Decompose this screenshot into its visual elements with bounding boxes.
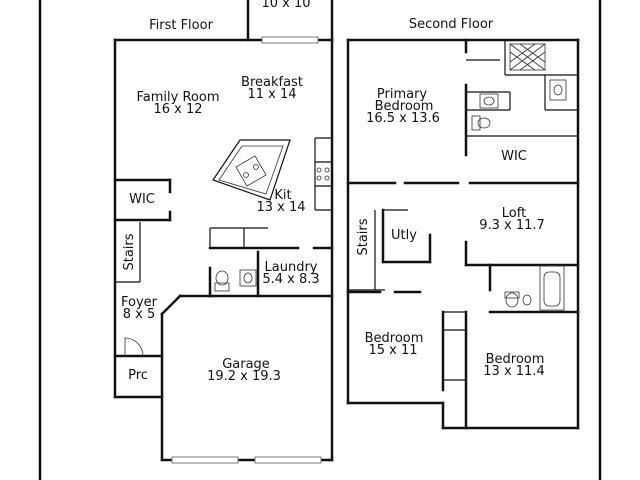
- top-room-size: 10 x 10: [261, 0, 310, 11]
- sink-icon: [239, 269, 257, 287]
- kitchen-sink-icon: [235, 155, 267, 187]
- stairs-2-label: Stairs: [356, 218, 371, 255]
- shower-grid-icon: [509, 43, 546, 71]
- toilet-icon: [471, 115, 491, 131]
- toilet-icon: [214, 270, 230, 292]
- garage-door-left: [171, 456, 239, 464]
- primary-bedroom-size: 16.5 x 13.6: [366, 111, 440, 126]
- bedroom-left-size: 15 x 11: [368, 343, 417, 358]
- kit-size: 13 x 14: [256, 200, 305, 215]
- wic-2-label: WIC: [501, 149, 527, 164]
- bathtub-icon: [539, 265, 565, 311]
- bedroom-right-size: 13 x 11.4: [483, 364, 544, 379]
- sink-icon: [549, 79, 567, 101]
- first-floor-walls: [113, 38, 334, 462]
- bedroom-right-label: Bedroom: [486, 352, 545, 367]
- laundry-label: Laundry: [265, 260, 318, 275]
- kit-label: Kit: [274, 188, 291, 203]
- door-swing-icon: [124, 337, 144, 357]
- first-floor-heading: First Floor: [149, 18, 213, 33]
- garage-door-right: [254, 456, 322, 464]
- primary-bedroom-label-line1: Primary: [377, 87, 428, 102]
- toilet-icon: [504, 291, 520, 308]
- garage-label: Garage: [222, 357, 270, 372]
- garage-size: 19.2 x 19.3: [207, 369, 281, 384]
- loft-label: Loft: [502, 206, 526, 221]
- bedroom-left-label: Bedroom: [365, 331, 424, 346]
- sink-icon: [479, 93, 499, 109]
- family-room-label: Family Room: [137, 90, 220, 105]
- primary-bedroom-label-line2: Bedroom: [375, 99, 434, 114]
- second-floor-heading: Second Floor: [409, 17, 494, 32]
- second-floor-walls: [346, 38, 580, 430]
- laundry-size: 5.4 x 8.3: [262, 272, 319, 287]
- utly-label: Utly: [391, 228, 417, 243]
- wic-label: WIC: [129, 192, 155, 207]
- outer-frame: [38, 0, 602, 480]
- sink-icon: [522, 294, 532, 306]
- stairs-label: Stairs: [122, 233, 137, 270]
- family-room-size: 16 x 12: [153, 102, 202, 117]
- top-room-walls: [246, 0, 334, 42]
- kitchen-island: [212, 139, 291, 201]
- breakfast-label: Breakfast: [241, 75, 303, 90]
- sliding-door-top: [261, 36, 319, 44]
- prc-label: Prc: [128, 368, 148, 383]
- foyer-size: 8 x 5: [123, 307, 156, 322]
- breakfast-size: 11 x 14: [247, 87, 296, 102]
- loft-size: 9.3 x 11.7: [479, 218, 545, 233]
- stove-icon: [316, 167, 330, 181]
- foyer-label: Foyer: [121, 295, 158, 310]
